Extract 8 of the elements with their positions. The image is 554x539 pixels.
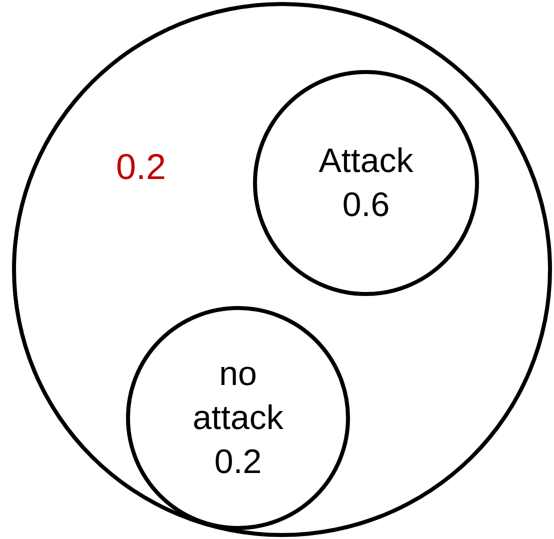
probability-value: 0.2 xyxy=(116,146,166,188)
event-label: no attack xyxy=(192,354,284,439)
circle xyxy=(12,2,552,537)
circle xyxy=(126,306,350,530)
event-label: Attack xyxy=(318,140,414,182)
circle xyxy=(253,70,479,296)
probability-value: 0.6 xyxy=(342,185,390,226)
probability-value: 0.2 xyxy=(214,442,262,484)
